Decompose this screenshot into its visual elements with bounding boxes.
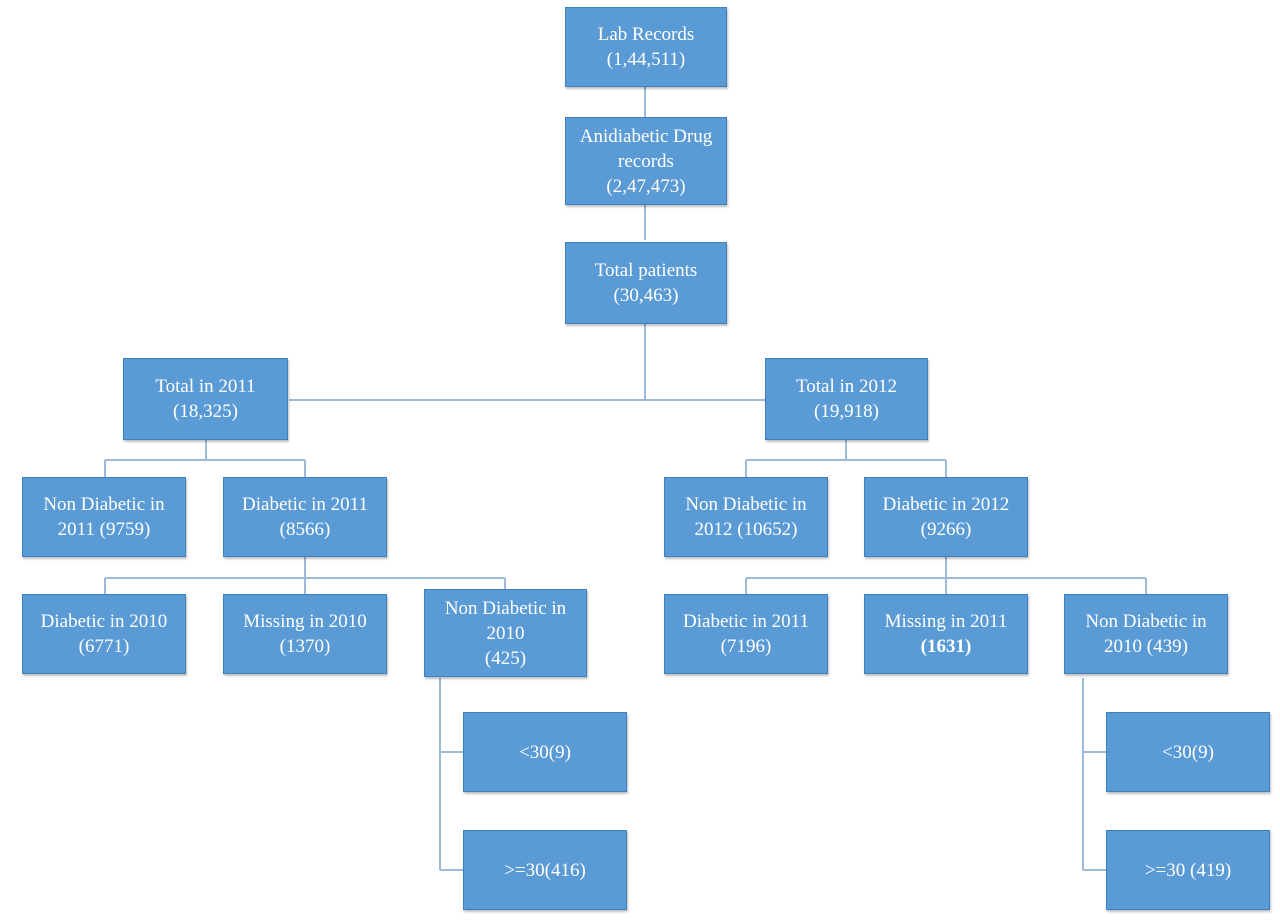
node-non-diabetic-2010-left: Non Diabetic in 2010 (425) xyxy=(424,589,587,677)
node-ge30-left: >=30(416) xyxy=(463,830,627,910)
node-count: 2012 (10652) xyxy=(694,519,798,540)
node-count: (6771) xyxy=(78,636,130,657)
node-count: (9266) xyxy=(920,519,972,540)
node-label: Non Diabetic in xyxy=(444,597,567,619)
node-label: Diabetic in 2011 xyxy=(683,611,809,632)
node-label: >=30 (419) xyxy=(1144,859,1232,881)
node-diabetic-2011: Diabetic in 2011 (8566) xyxy=(223,477,387,557)
node-label: Anidiabetic Drug xyxy=(579,125,713,147)
node-label: Diabetic in 2010 xyxy=(40,611,168,632)
node-count: (19,918) xyxy=(814,401,879,422)
node-label: Non Diabetic in xyxy=(1085,611,1207,632)
node-label: >=30(416) xyxy=(504,859,586,881)
node-count: (425) xyxy=(484,647,527,669)
node-label: Total patients xyxy=(594,260,698,281)
node-label: Non Diabetic in xyxy=(43,494,165,515)
node-diabetic-2012: Diabetic in 2012 (9266) xyxy=(864,477,1028,557)
node-label: 2010 xyxy=(486,622,525,644)
node-label: Non Diabetic in xyxy=(685,494,807,515)
node-non-diabetic-2012: Non Diabetic in 2012 (10652) xyxy=(664,477,828,557)
node-label: Lab Records xyxy=(597,24,695,45)
node-count: 2011 (9759) xyxy=(57,519,151,540)
node-label: <30(9) xyxy=(519,741,571,763)
node-total-2011: Total in 2011 (18,325) xyxy=(123,358,288,440)
node-label: Total in 2011 xyxy=(155,376,256,397)
node-count: (1370) xyxy=(279,636,331,657)
node-lt30-left: <30(9) xyxy=(463,712,627,792)
node-count: (30,463) xyxy=(613,285,679,306)
node-missing-2010: Missing in 2010 (1370) xyxy=(223,594,387,674)
node-label: <30(9) xyxy=(1162,741,1214,763)
node-lab-records: Lab Records (1,44,511) xyxy=(565,7,727,87)
node-diabetic-2010: Diabetic in 2010 (6771) xyxy=(22,594,186,674)
node-lt30-right: <30(9) xyxy=(1106,712,1270,792)
node-total-patients: Total patients (30,463) xyxy=(565,242,727,324)
node-label: Total in 2012 xyxy=(795,376,898,397)
node-count: (8566) xyxy=(279,519,331,540)
node-count: (7196) xyxy=(720,636,772,657)
node-count: (18,325) xyxy=(173,401,238,422)
node-missing-2011: Missing in 2011 (1631) xyxy=(864,594,1028,674)
node-non-diabetic-2010-right: Non Diabetic in 2010 (439) xyxy=(1064,594,1228,674)
node-total-2012: Total in 2012 (19,918) xyxy=(765,358,928,440)
node-non-diabetic-2011: Non Diabetic in 2011 (9759) xyxy=(22,477,186,557)
node-label: Diabetic in 2012 xyxy=(882,494,1010,515)
node-label: Missing in 2011 xyxy=(884,611,1008,632)
node-label: Missing in 2010 xyxy=(243,611,367,632)
node-count: (2,47,473) xyxy=(606,175,686,197)
node-label: records xyxy=(618,150,674,172)
node-antidiabetic-drug-records: Anidiabetic Drug records (2,47,473) xyxy=(565,117,727,205)
node-count: (1,44,511) xyxy=(606,49,686,70)
node-diabetic-2011-right: Diabetic in 2011 (7196) xyxy=(664,594,828,674)
node-label: Diabetic in 2011 xyxy=(242,494,368,515)
node-count: (1631) xyxy=(920,636,972,657)
node-ge30-right: >=30 (419) xyxy=(1106,830,1270,910)
node-count: 2010 (439) xyxy=(1104,636,1188,657)
